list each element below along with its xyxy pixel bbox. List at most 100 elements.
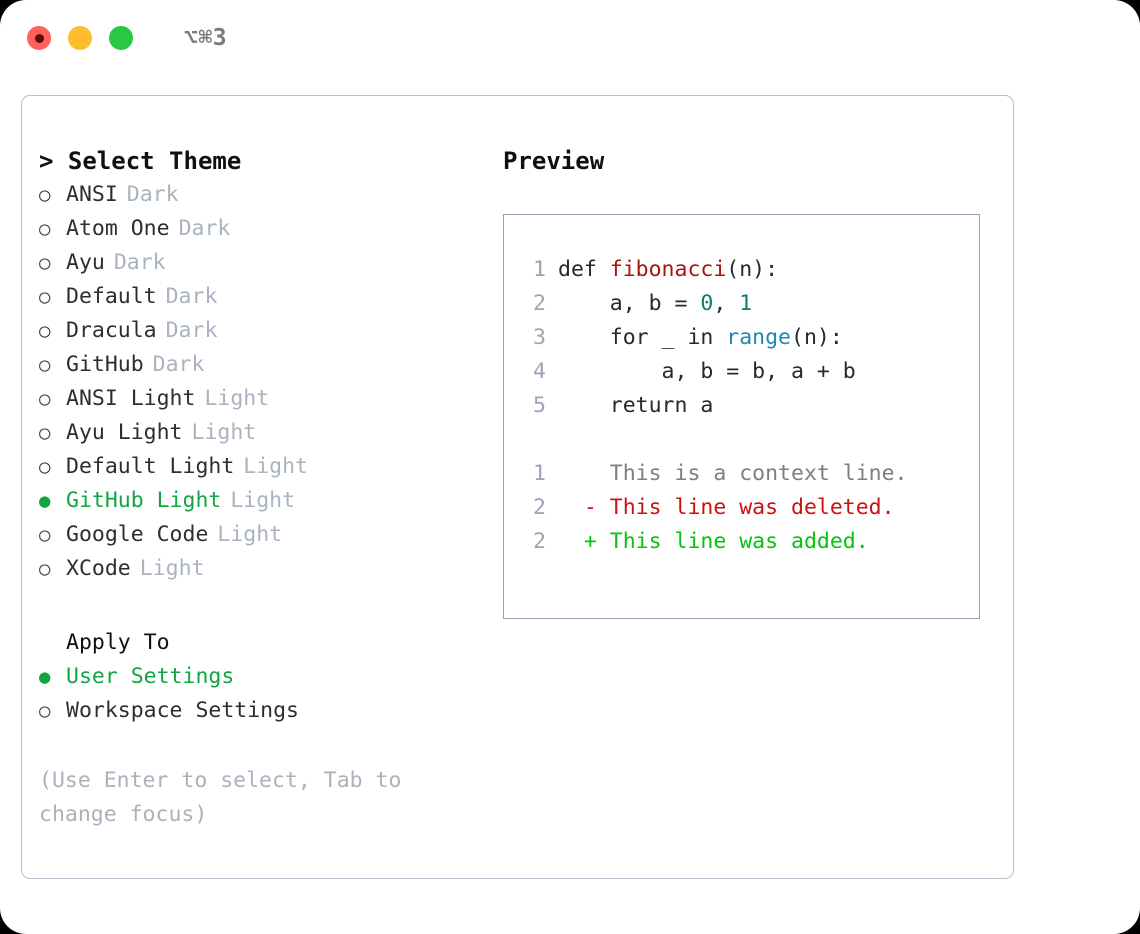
diff-line: 1 This is a context line. (520, 457, 979, 491)
radio-unselected-icon: ○ (39, 388, 51, 410)
theme-item-badge: Dark (178, 216, 231, 241)
theme-item-badge: Dark (126, 182, 179, 207)
theme-item-4[interactable]: ○ Dracula Dark (39, 314, 479, 348)
code-line-text: return a (558, 389, 714, 423)
radio-unselected-icon: ○ (39, 422, 51, 444)
code-line: 4 a, b = b, a + b (520, 355, 979, 389)
code-token-num: 0 (700, 291, 714, 316)
code-line-number: 4 (533, 359, 546, 384)
code-line-text: for _ in range(n): (558, 321, 843, 355)
theme-item-label: Default (66, 284, 157, 309)
traffic-light-buttons (27, 26, 133, 50)
radio-unselected-icon: ○ (39, 252, 51, 274)
code-line-text: a, b = b, a + b (558, 355, 856, 389)
code-line-number: 1 (533, 257, 546, 282)
maximize-button-icon[interactable] (109, 26, 133, 50)
theme-item-5[interactable]: ○ GitHub Dark (39, 348, 479, 382)
preview-heading: Preview (503, 147, 605, 175)
theme-item-7[interactable]: ○ Ayu Light Light (39, 416, 479, 450)
code-token-plain: (n): (791, 325, 843, 350)
radio-unselected-icon: ○ (39, 184, 51, 206)
code-token-call: range (726, 325, 792, 350)
code-line: 1 def fibonacci(n): (520, 253, 979, 287)
theme-item-label: Ayu Light (66, 420, 183, 445)
theme-item-10[interactable]: ○ Google Code Light (39, 518, 479, 552)
theme-item-label: Dracula (66, 318, 157, 343)
code-line-number: 5 (533, 393, 546, 418)
diff-block: 1 This is a context line.2 - This line w… (520, 457, 979, 559)
theme-item-label: Atom One (66, 216, 170, 241)
code-token-plain: , (713, 291, 740, 316)
theme-item-badge: Dark (113, 250, 166, 275)
code-line: 3 for _ in range(n): (520, 321, 979, 355)
apply-option-label: User Settings (66, 664, 235, 689)
theme-item-badge: Light (230, 488, 296, 513)
radio-unselected-icon: ○ (39, 700, 51, 722)
diff-line-number: 1 (533, 461, 546, 486)
theme-item-label: ANSI (66, 182, 118, 207)
apply-option-0[interactable]: ● User Settings (39, 660, 479, 694)
diff-line-text-add: + This line was added. (558, 529, 869, 554)
theme-item-label: GitHub (66, 352, 144, 377)
code-token-num: 1 (739, 291, 753, 316)
diff-line: 2 - This line was deleted. (520, 491, 979, 525)
theme-item-2[interactable]: ○ Ayu Dark (39, 246, 479, 280)
code-token-plain: for _ in (558, 325, 727, 350)
code-line: 5 return a (520, 389, 979, 423)
apply-option-1[interactable]: ○ Workspace Settings (39, 694, 479, 728)
theme-item-label: Default Light (66, 454, 235, 479)
theme-item-badge: Light (139, 556, 205, 581)
diff-line-number: 2 (533, 529, 546, 554)
theme-item-badge: Dark (152, 352, 205, 377)
code-line-number: 2 (533, 291, 546, 316)
code-token-plain: a, b = b, a + b (558, 359, 856, 384)
code-token-plain: (n): (726, 257, 779, 282)
diff-line: 2 + This line was added. (520, 525, 979, 559)
theme-item-label: Google Code (66, 522, 209, 547)
code-token-plain: a, b = (558, 291, 701, 316)
theme-item-6[interactable]: ○ ANSI Light Light (39, 382, 479, 416)
diff-line-text-del: - This line was deleted. (558, 495, 895, 520)
select-theme-heading: > Select Theme (39, 147, 242, 175)
minimize-button-icon[interactable] (68, 26, 92, 50)
section-spacer (39, 586, 479, 626)
theme-item-0[interactable]: ○ ANSI Dark (39, 178, 479, 212)
radio-unselected-icon: ○ (39, 354, 51, 376)
theme-item-badge: Light (204, 386, 270, 411)
radio-selected-icon: ● (39, 666, 51, 688)
diff-line-number: 2 (533, 495, 546, 520)
radio-unselected-icon: ○ (39, 286, 51, 308)
keyboard-shortcut-label: ⌥⌘3 (184, 24, 228, 51)
theme-item-label: Ayu (66, 250, 105, 275)
radio-unselected-icon: ○ (39, 558, 51, 580)
code-token-fn: fibonacci (609, 257, 727, 282)
radio-selected-icon: ● (39, 490, 51, 512)
code-line-number: 3 (533, 325, 546, 350)
theme-item-badge: Light (217, 522, 283, 547)
radio-unselected-icon: ○ (39, 524, 51, 546)
close-button-icon[interactable] (27, 26, 51, 50)
apply-to-list[interactable]: ● User Settings ○ Workspace Settings (39, 660, 479, 728)
code-diff-spacer (520, 423, 979, 457)
code-line: 2 a, b = 0, 1 (520, 287, 979, 321)
theme-item-badge: Light (191, 420, 257, 445)
diff-line-text-ctx: This is a context line. (558, 461, 908, 486)
theme-item-badge: Dark (165, 318, 218, 343)
keyboard-hint-text: (Use Enter to select, Tab to change focu… (39, 768, 402, 827)
apply-to-heading: Apply To (66, 630, 170, 655)
radio-unselected-icon: ○ (39, 320, 51, 342)
theme-item-label: ANSI Light (66, 386, 196, 411)
apply-option-label: Workspace Settings (66, 698, 299, 723)
code-token-plain: def (558, 257, 610, 282)
